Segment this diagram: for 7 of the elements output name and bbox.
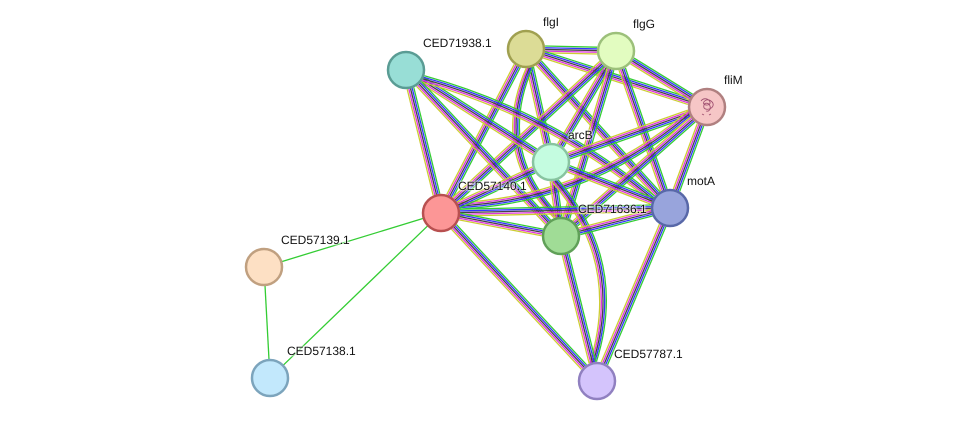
node-label: fliM [724, 73, 743, 87]
node-label: CED71938.1 [423, 36, 492, 50]
node-label: motA [687, 174, 716, 188]
node-label: flgG [633, 17, 656, 31]
node-label: flgI [543, 15, 560, 29]
node-label: CED57139.1 [281, 233, 350, 247]
node-label: CED57787.1 [614, 347, 683, 361]
